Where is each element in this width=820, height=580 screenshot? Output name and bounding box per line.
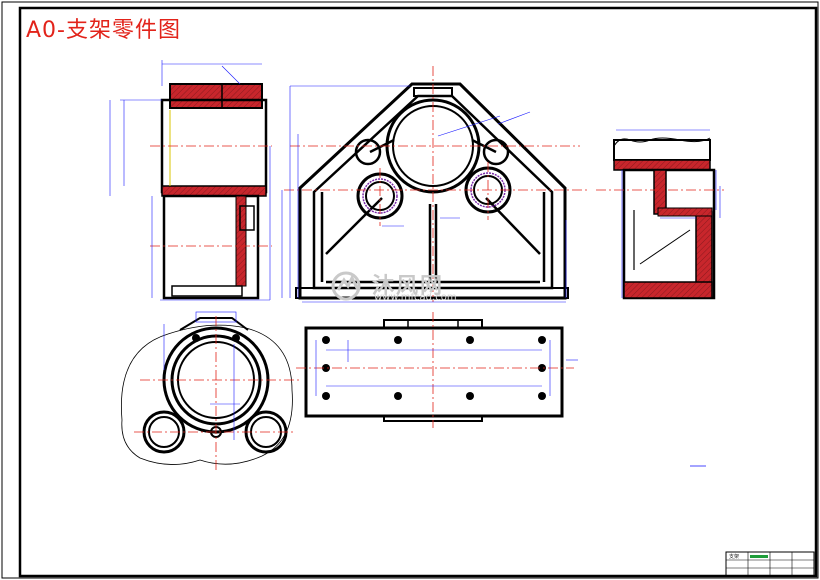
bolt-hole bbox=[538, 336, 546, 344]
right-section-view bbox=[596, 129, 724, 300]
top-plan-view bbox=[296, 312, 578, 428]
bolt-hole bbox=[466, 392, 474, 400]
hatch-top-block bbox=[169, 83, 263, 109]
watermark-url: www.mfcad.com bbox=[374, 292, 457, 303]
mf-logo-icon bbox=[331, 271, 361, 301]
watermark: 沐风网 www.mfcad.com bbox=[330, 268, 490, 304]
bolt-hole bbox=[322, 392, 330, 400]
bolt-hole bbox=[322, 336, 330, 344]
bolt-hole bbox=[394, 392, 402, 400]
front-left-section-view bbox=[109, 60, 272, 301]
title-block bbox=[725, 551, 815, 577]
sheet-border-inner bbox=[18, 6, 818, 578]
drawing-title: A0-支架零件图 bbox=[26, 18, 181, 43]
bolt-hole bbox=[466, 336, 474, 344]
title-block-label: 支架 bbox=[729, 554, 740, 560]
bolt-hole bbox=[322, 364, 330, 372]
bolt-hole bbox=[538, 364, 546, 372]
bolt-hole bbox=[538, 392, 546, 400]
watermark-brand: 沐风网 bbox=[372, 274, 445, 299]
bolt-hole bbox=[394, 336, 402, 344]
main-front-view bbox=[281, 66, 590, 303]
bottom-left-view bbox=[120, 311, 300, 470]
